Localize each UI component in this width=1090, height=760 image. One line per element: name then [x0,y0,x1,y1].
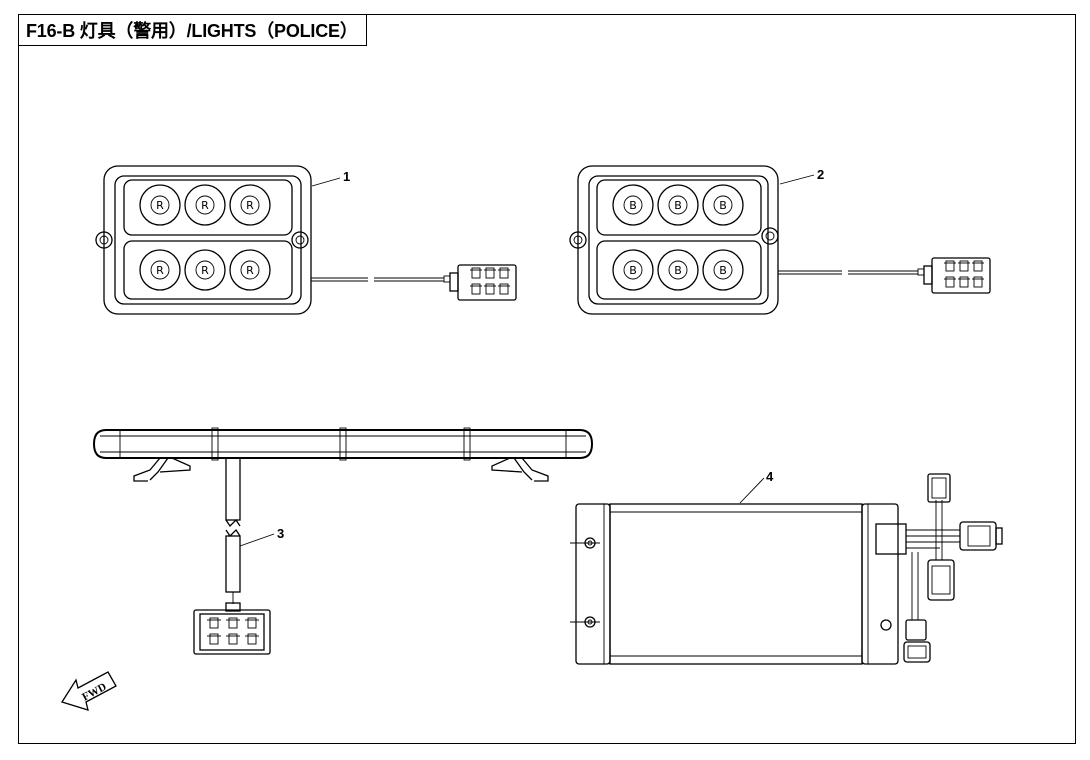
led-letter: R [201,264,209,277]
page-title: F16-B 灯具（警用）/LIGHTS（POLICE） [18,14,367,46]
led-letter: R [156,199,164,212]
led-letter: R [246,264,254,277]
led-letter: R [156,264,164,277]
siren-amplifier: 4 [570,469,1003,665]
led-letter: B [674,199,682,212]
led-letter: B [629,199,637,212]
callout-2: 2 [817,167,824,182]
led-letter: B [719,199,727,212]
connector-plug [449,264,517,301]
led-letter: R [246,199,254,212]
callout-4: 4 [766,469,774,484]
warning-light-blue: B B B B B B 2 [569,165,991,315]
led-letter: B [629,264,637,277]
diagram-frame [18,14,1076,744]
led-letter: B [719,264,727,277]
light-bar: 3 [92,427,594,655]
page-title-text: F16-B 灯具（警用）/LIGHTS（POLICE） [26,20,358,41]
led-letter: R [201,199,209,212]
fwd-arrow-icon: FWD [60,671,117,711]
warning-light-red: R R R R R R 1 [95,165,517,315]
callout-1: 1 [343,169,350,184]
led-letter: B [674,264,682,277]
callout-3: 3 [277,526,284,541]
connector-plug [193,602,271,655]
connector-plug [923,257,991,294]
